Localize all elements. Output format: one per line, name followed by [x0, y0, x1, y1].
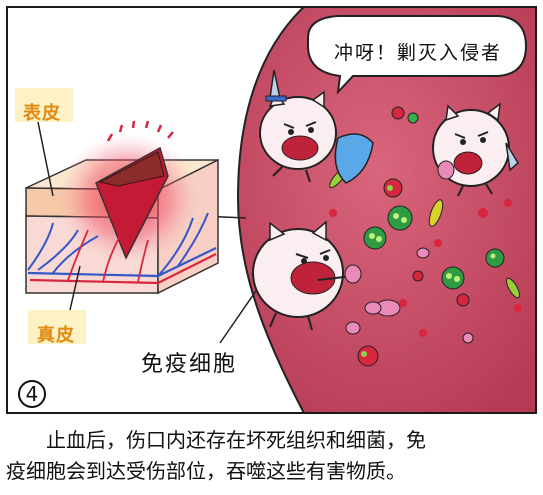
skin-cross-section — [25, 120, 219, 295]
dermis-label: 真皮 — [37, 325, 75, 346]
panel-number: 4 — [18, 380, 46, 408]
dermis-label-bg — [28, 310, 86, 344]
epidermis-label: 表皮 — [23, 103, 61, 124]
caption: 止血后，伤口内还存在坏死组织和细菌，免 疫细胞会到达受伤部位，吞噬这些有害物质。 — [0, 425, 543, 487]
immune-cell-label: 免疫细胞 — [141, 352, 238, 377]
caption-line-1: 止血后，伤口内还存在坏死组织和细菌，免 — [46, 428, 426, 452]
comic-panel: 冲呀！剿灭入侵者 表皮 真皮 免疫细胞 4 — [6, 6, 537, 414]
caption-line-2: 疫细胞会到达受伤部位，吞噬这些有害物质。 — [6, 459, 406, 483]
speech-bubble — [307, 15, 528, 95]
illustration — [15, 8, 535, 412]
immune-cell-1 — [259, 69, 374, 184]
immune-cell-3 — [252, 220, 362, 331]
bacteria — [302, 106, 522, 367]
epidermis-label-bg — [15, 88, 73, 122]
immune-cell-2 — [432, 102, 519, 197]
speech-bubble-text: 冲呀！剿灭入侵者 — [333, 42, 502, 64]
